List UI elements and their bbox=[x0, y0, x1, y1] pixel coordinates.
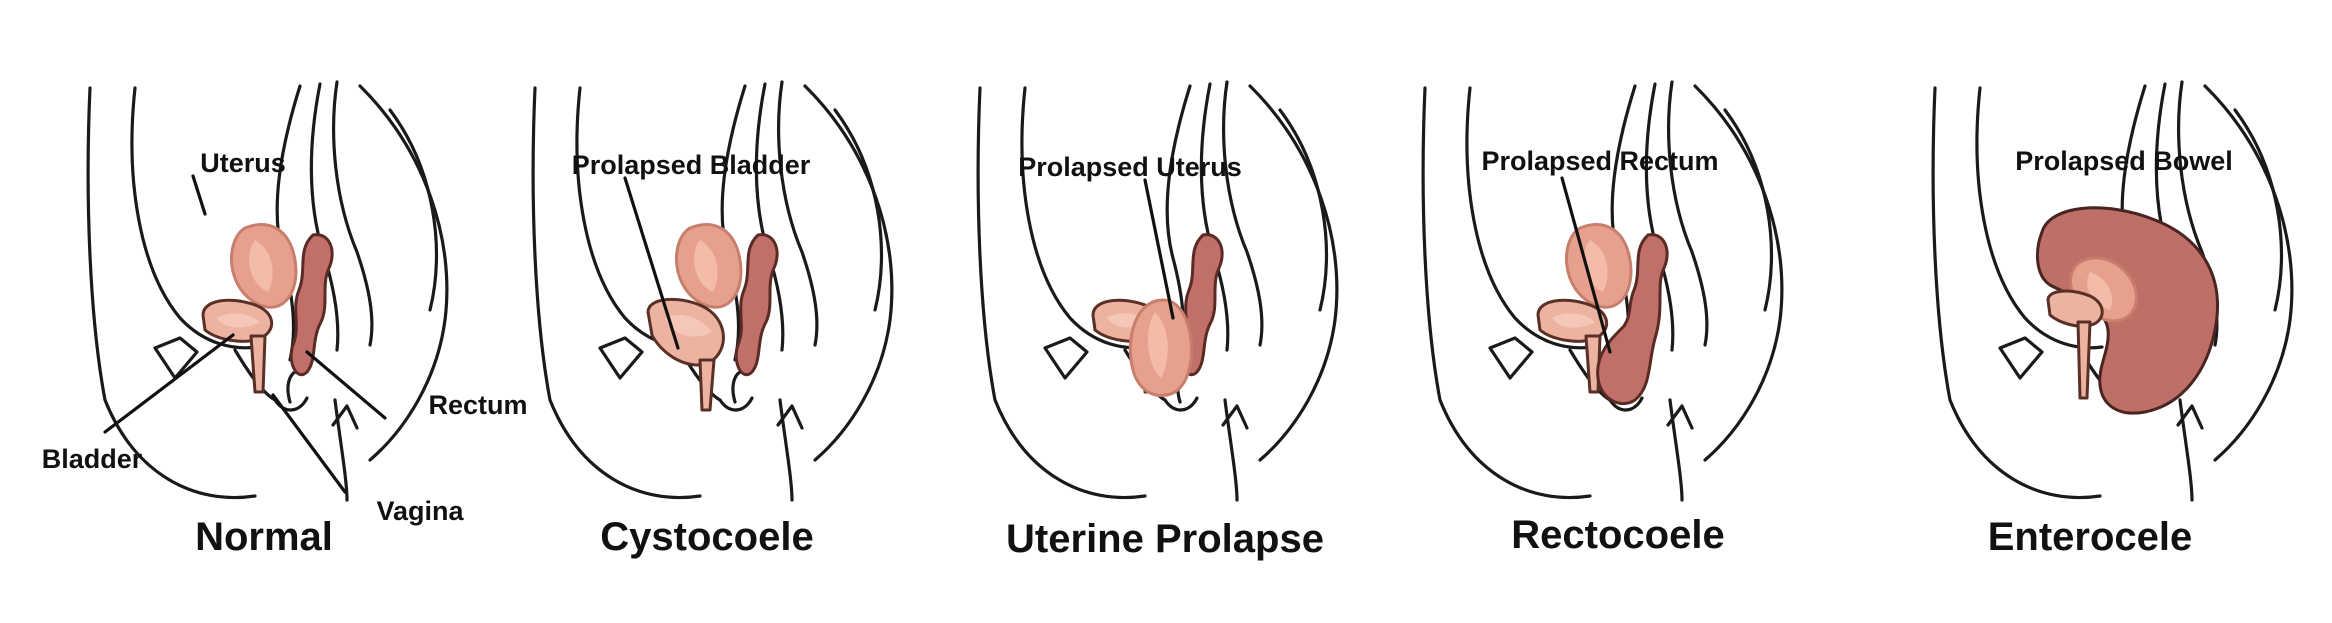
label-vagina: Vagina bbox=[376, 496, 464, 526]
label-prolapsed-bowel: Prolapsed Bowel bbox=[2015, 146, 2233, 176]
label-bladder: Bladder bbox=[42, 444, 143, 474]
panel-enterocele bbox=[1931, 80, 2294, 502]
title-rectocoele: Rectocoele bbox=[1511, 513, 1724, 557]
label-rectum: Rectum bbox=[428, 390, 527, 420]
title-cystocoele: Cystocoele bbox=[600, 515, 813, 559]
panel-uterine-prolapse bbox=[976, 80, 1339, 502]
title-normal: Normal bbox=[195, 515, 333, 559]
panel-rectocoele bbox=[1421, 80, 1784, 502]
title-uterine-prolapse: Uterine Prolapse bbox=[1006, 517, 1324, 561]
panel-cystocoele bbox=[531, 80, 894, 502]
title-enterocele: Enterocele bbox=[1988, 515, 2193, 559]
label-prolapsed-uterus: Prolapsed Uterus bbox=[1018, 152, 1242, 182]
panel-normal bbox=[86, 80, 449, 502]
label-prolapsed-bladder: Prolapsed Bladder bbox=[572, 150, 811, 180]
label-uterus: Uterus bbox=[200, 148, 286, 178]
label-prolapsed-rectum: Prolapsed Rectum bbox=[1481, 146, 1718, 176]
